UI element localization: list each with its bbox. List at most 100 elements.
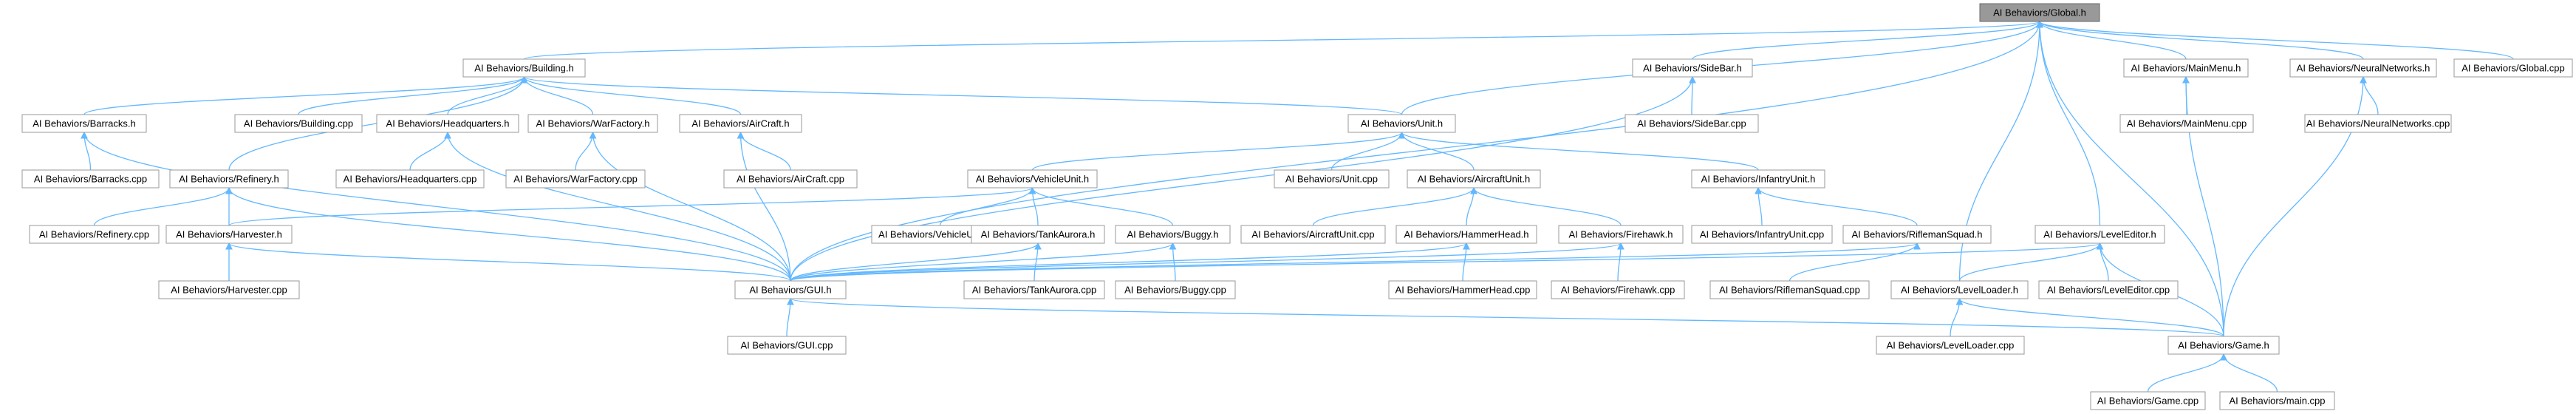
- node-label: AI Behaviors/NeuralNetworks.h: [2297, 63, 2430, 74]
- graph-node-aircraft-h[interactable]: AI Behaviors/AirCraft.h: [679, 114, 802, 133]
- graph-node-riflemansquad-h[interactable]: AI Behaviors/RiflemanSquad.h: [1842, 225, 1992, 244]
- arrowhead: [1955, 297, 1964, 305]
- graph-node-refinery-h[interactable]: AI Behaviors/Refinery.h: [169, 169, 289, 189]
- graph-node-global-h[interactable]: AI Behaviors/Global.h: [1979, 3, 2100, 22]
- graph-node-vehicleunit-h[interactable]: AI Behaviors/VehicleUnit.h: [967, 169, 1098, 189]
- graph-node-aircraft-cpp[interactable]: AI Behaviors/AirCraft.cpp: [723, 169, 858, 189]
- node-box: [21, 169, 160, 189]
- graph-node-firehawk-cpp[interactable]: AI Behaviors/Firehawk.cpp: [1551, 280, 1685, 299]
- graph-node-buggy-h[interactable]: AI Behaviors/Buggy.h: [1115, 225, 1231, 244]
- node-box: [1558, 225, 1684, 244]
- graph-node-refinery-cpp[interactable]: AI Behaviors/Refinery.cpp: [29, 225, 160, 244]
- graph-node-firehawk-h[interactable]: AI Behaviors/Firehawk.h: [1558, 225, 1684, 244]
- node-box: [963, 280, 1105, 299]
- graph-node-warfactory-h[interactable]: AI Behaviors/WarFactory.h: [527, 114, 658, 133]
- edge-gui_h-to-firehawk_h: [790, 242, 1622, 282]
- graph-node-headquarters-h[interactable]: AI Behaviors/Headquarters.h: [376, 114, 519, 133]
- graph-node-mainmenu-h[interactable]: AI Behaviors/MainMenu.h: [2123, 58, 2249, 78]
- arrowhead: [2220, 353, 2227, 361]
- graph-node-levelloader-cpp[interactable]: AI Behaviors/LevelLoader.cpp: [1876, 336, 2025, 355]
- graph-node-sidebar-h[interactable]: AI Behaviors/SideBar.h: [1632, 58, 1753, 78]
- node-box: [723, 169, 858, 189]
- graph-node-neuralnetworks-h[interactable]: AI Behaviors/NeuralNetworks.h: [2289, 58, 2437, 78]
- edge-sidebar_h-to-global_h: [1692, 21, 2040, 60]
- graph-node-barracks-cpp[interactable]: AI Behaviors/Barracks.cpp: [21, 169, 160, 189]
- graph-node-game-cpp[interactable]: AI Behaviors/Game.cpp: [2090, 391, 2206, 410]
- edge-firehawk_h-to-aircraftunit_h: [1473, 187, 1622, 226]
- node-label: AI Behaviors/Refinery.cpp: [39, 229, 149, 240]
- edge-gui_h-to-refinery_h: [228, 187, 791, 282]
- node-box: [1709, 280, 1870, 299]
- graph-node-infantryunit-h[interactable]: AI Behaviors/InfantryUnit.h: [1691, 169, 1825, 189]
- graph-node-barracks-h[interactable]: AI Behaviors/Barracks.h: [21, 114, 147, 133]
- arrowhead: [2182, 75, 2190, 84]
- node-box: [1274, 169, 1390, 189]
- graph-node-gui-cpp[interactable]: AI Behaviors/GUI.cpp: [727, 336, 847, 355]
- graph-node-aircraftunit-cpp[interactable]: AI Behaviors/AircraftUnit.cpp: [1240, 225, 1386, 244]
- graph-node-levelloader-h[interactable]: AI Behaviors/LevelLoader.h: [1890, 280, 2029, 299]
- node-label: AI Behaviors/Global.h: [1993, 7, 2086, 18]
- edge-levelloader_h-to-leveleditor_h: [1958, 242, 2101, 282]
- graph-node-hammerhead-cpp[interactable]: AI Behaviors/HammerHead.cpp: [1388, 280, 1537, 299]
- edge-gui_h-to-tankaurora_h: [790, 242, 1039, 282]
- graph-node-mainmenu-cpp[interactable]: AI Behaviors/MainMenu.cpp: [2119, 114, 2254, 133]
- node-label: AI Behaviors/Barracks.cpp: [34, 174, 147, 185]
- node-label: AI Behaviors/Building.h: [474, 63, 573, 74]
- graph-node-sidebar-cpp[interactable]: AI Behaviors/SideBar.cpp: [1624, 114, 1759, 133]
- node-box: [2119, 114, 2254, 133]
- node-box: [2035, 225, 2165, 244]
- node-box: [1388, 280, 1537, 299]
- graph-node-unit-cpp[interactable]: AI Behaviors/Unit.cpp: [1274, 169, 1390, 189]
- graph-node-headquarters-cpp[interactable]: AI Behaviors/Headquarters.cpp: [335, 169, 485, 189]
- graph-node-main-cpp[interactable]: AI Behaviors/main.cpp: [2219, 391, 2335, 410]
- edge-gui_h-to-harvester_h: [228, 242, 791, 282]
- graph-node-gui-h[interactable]: AI Behaviors/GUI.h: [734, 280, 847, 299]
- graph-node-warfactory-cpp[interactable]: AI Behaviors/WarFactory.cpp: [505, 169, 646, 189]
- edge-gui_h-to-warfactory_h: [592, 132, 791, 282]
- graph-node-building-h[interactable]: AI Behaviors/Building.h: [462, 58, 586, 78]
- graph-node-aircraftunit-h[interactable]: AI Behaviors/AircraftUnit.h: [1407, 169, 1541, 189]
- edge-infantryunit_h-to-unit_h: [1401, 132, 1759, 171]
- graph-node-riflemansquad-cpp[interactable]: AI Behaviors/RiflemanSquad.cpp: [1709, 280, 1870, 299]
- node-box: [2219, 391, 2335, 410]
- node-label: AI Behaviors/AirCraft.h: [691, 118, 789, 129]
- node-label: AI Behaviors/LevelEditor.cpp: [2047, 285, 2170, 296]
- graph-node-tankaurora-h[interactable]: AI Behaviors/TankAurora.h: [971, 225, 1105, 244]
- node-box: [1395, 225, 1537, 244]
- graph-node-harvester-h[interactable]: AI Behaviors/Harvester.h: [165, 225, 293, 244]
- edge-neuralnetworks_h-to-global_h: [2039, 21, 2364, 60]
- graph-node-harvester-cpp[interactable]: AI Behaviors/Harvester.cpp: [158, 280, 300, 299]
- node-label: AI Behaviors/Harvester.cpp: [171, 285, 287, 296]
- edge-headquarters_h-to-building_h: [447, 76, 525, 115]
- node-box: [234, 114, 363, 133]
- node-label: AI Behaviors/Building.cpp: [244, 118, 353, 129]
- graph-node-neuralnetworks-cpp[interactable]: AI Behaviors/NeuralNetworks.cpp: [2304, 114, 2452, 133]
- node-label: AI Behaviors/Game.cpp: [2097, 396, 2199, 407]
- node-label: AI Behaviors/Barracks.h: [33, 118, 135, 129]
- graph-node-unit-h[interactable]: AI Behaviors/Unit.h: [1347, 114, 1456, 133]
- arrowhead: [81, 131, 88, 139]
- edge-main_cpp-to-game_h: [2223, 353, 2278, 393]
- graph-node-hammerhead-h[interactable]: AI Behaviors/HammerHead.h: [1395, 225, 1537, 244]
- graph-node-leveleditor-h[interactable]: AI Behaviors/LevelEditor.h: [2035, 225, 2165, 244]
- arrowhead: [1169, 242, 1177, 250]
- graph-node-tankaurora-cpp[interactable]: AI Behaviors/TankAurora.cpp: [963, 280, 1105, 299]
- node-label: AI Behaviors/MainMenu.cpp: [2127, 118, 2247, 129]
- edge-game_cpp-to-game_h: [2147, 353, 2224, 393]
- graph-node-global-cpp[interactable]: AI Behaviors/Global.cpp: [2453, 58, 2573, 78]
- node-box: [165, 225, 293, 244]
- edge-building_cpp-to-building_h: [298, 76, 525, 115]
- edge-riflemansquad_h-to-infantryunit_h: [1757, 187, 1918, 226]
- node-label: AI Behaviors/WarFactory.cpp: [513, 174, 638, 185]
- edge-gui_h-to-riflemansquad_h: [790, 242, 1918, 282]
- graph-node-leveleditor-cpp[interactable]: AI Behaviors/LevelEditor.cpp: [2038, 280, 2179, 299]
- arrowhead: [1755, 186, 1762, 194]
- edge-unit_cpp-to-unit_h: [1330, 132, 1403, 171]
- graph-node-infantryunit-cpp[interactable]: AI Behaviors/InfantryUnit.cpp: [1691, 225, 1833, 244]
- node-box: [971, 225, 1105, 244]
- graph-node-building-cpp[interactable]: AI Behaviors/Building.cpp: [234, 114, 363, 133]
- graph-node-game-h[interactable]: AI Behaviors/Game.h: [2167, 336, 2280, 355]
- graph-node-buggy-cpp[interactable]: AI Behaviors/Buggy.cpp: [1115, 280, 1236, 299]
- node-box: [1691, 225, 1833, 244]
